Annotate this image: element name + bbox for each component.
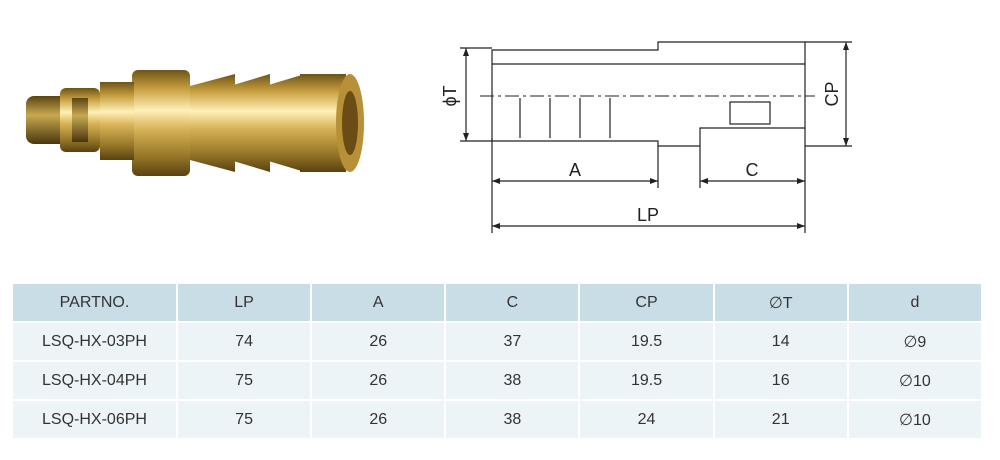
cell-partno: LSQ-HX-03PH — [11, 321, 178, 362]
cell-a: 26 — [310, 399, 447, 440]
column-header-c: C — [444, 282, 581, 323]
table-row: LSQ-HX-03PH 74 26 37 19.5 14 ∅9 — [11, 321, 984, 362]
cell-cp: 19.5 — [578, 360, 715, 401]
cell-d: ∅10 — [846, 360, 984, 401]
cell-lp: 74 — [175, 321, 313, 362]
cell-lp: 75 — [175, 360, 313, 401]
cell-c: 38 — [444, 360, 581, 401]
column-header-d: d — [846, 282, 984, 323]
label-c: C — [746, 160, 759, 180]
cell-d: ∅10 — [846, 399, 984, 440]
column-header-lp: LP — [175, 282, 313, 323]
column-header-partno: PARTNO. — [11, 282, 178, 323]
spec-table: PARTNO. LP A C CP ∅T d LSQ-HX-03PH 74 26… — [11, 282, 984, 440]
column-header-cp: CP — [578, 282, 715, 323]
product-photo — [26, 70, 364, 176]
label-cp: CP — [822, 81, 842, 106]
column-header-a: A — [310, 282, 447, 323]
column-header-t: ∅T — [712, 282, 849, 323]
table-header-row: PARTNO. LP A C CP ∅T d — [11, 282, 984, 323]
label-phi-t: ϕT — [440, 85, 460, 106]
fitting-body — [26, 70, 364, 176]
table-row: LSQ-HX-04PH 75 26 38 19.5 16 ∅10 — [11, 360, 984, 401]
table-row: LSQ-HX-06PH 75 26 38 24 21 ∅10 — [11, 399, 984, 440]
cell-t: 14 — [712, 321, 849, 362]
cell-cp: 19.5 — [578, 321, 715, 362]
cell-lp: 75 — [175, 399, 313, 440]
cell-c: 37 — [444, 321, 581, 362]
label-a: A — [569, 160, 581, 180]
dimension-drawing: ϕT A C LP CP — [440, 41, 852, 233]
cell-partno: LSQ-HX-04PH — [11, 360, 178, 401]
cell-t: 16 — [712, 360, 849, 401]
cell-t: 21 — [712, 399, 849, 440]
label-lp: LP — [637, 205, 659, 225]
cell-a: 26 — [310, 321, 447, 362]
cell-c: 38 — [444, 399, 581, 440]
cell-d: ∅9 — [846, 321, 984, 362]
cell-a: 26 — [310, 360, 447, 401]
cell-cp: 24 — [578, 399, 715, 440]
cell-partno: LSQ-HX-06PH — [11, 399, 178, 440]
